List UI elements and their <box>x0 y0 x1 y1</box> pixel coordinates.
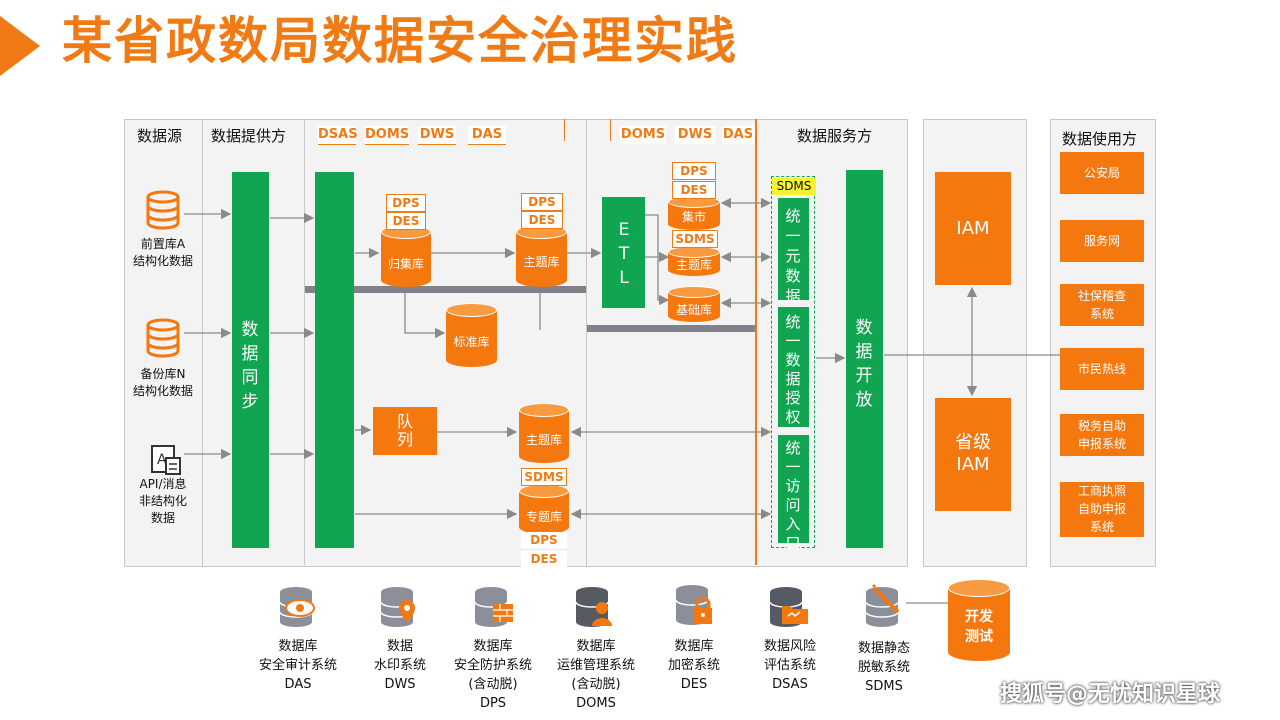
watermark: 搜狐号@无忧知识星球 <box>1000 682 1221 707</box>
user-hotline: 市民热线 <box>1060 348 1144 390</box>
header-provider: 数据提供方 <box>211 127 287 145</box>
source-label-api: API/消息非结构化数据 <box>138 477 187 525</box>
database-pin-icon <box>380 587 415 627</box>
db-jishi: 集市 <box>668 196 720 230</box>
legend-dps: 数据库安全防护系统(含动脱)DPS <box>453 639 532 711</box>
sdms-header: SDMS <box>772 178 816 195</box>
db-biaozhun: 标准库 <box>446 303 497 367</box>
top-tag-das: DAS <box>468 126 506 145</box>
queue-box: 队列 <box>373 407 437 455</box>
page-title: 某省政数局数据安全治理实践 <box>62 12 738 70</box>
panel-source <box>124 119 204 567</box>
unified-access-label: 统一访问入口 <box>785 439 801 552</box>
db-zhuti-2: 主题库 <box>519 403 569 463</box>
api-document-icon: A <box>151 445 181 475</box>
db-zhuti-1: 主题库 <box>516 225 567 287</box>
db-zhuanti: 专题库 <box>519 484 569 534</box>
data-sync-label: 数据同步 <box>241 320 259 412</box>
title-arrow-icon <box>0 16 40 76</box>
user-police: 公安局 <box>1060 152 1144 194</box>
top-tag-dsas: DSAS <box>318 126 358 145</box>
unified-metadata-label: 统一元数据 <box>785 207 801 305</box>
user-service-net: 服务网 <box>1060 220 1144 262</box>
tag-sdms: SDMS <box>521 468 567 486</box>
db-zhuti-3: 主题库 <box>668 246 720 276</box>
bus-bar <box>305 286 586 293</box>
etl-bar <box>602 197 645 308</box>
db-guiji: 归集库 <box>381 225 431 287</box>
database-lock-icon <box>675 585 712 625</box>
tag-des: DES <box>521 211 563 229</box>
top-tag-doms-2: DOMS <box>620 126 666 144</box>
orange-tick <box>610 119 611 141</box>
database-wand-icon <box>865 584 900 627</box>
user-tax: 税务自助申报系统 <box>1060 414 1144 456</box>
tag-des: DES <box>386 212 426 230</box>
unified-metadata <box>778 198 809 300</box>
unified-authorization <box>778 307 809 427</box>
header-service: 数据服务方 <box>797 127 873 145</box>
divider <box>304 119 305 565</box>
database-user-icon <box>575 587 612 627</box>
etl-label: ETL <box>618 220 630 288</box>
data-open-label: 数据开放 <box>855 318 873 410</box>
user-social-security: 社保稽查系统 <box>1060 284 1144 326</box>
bus-bar <box>587 325 755 332</box>
data-open-bar <box>846 170 883 548</box>
sdms-group <box>771 176 815 548</box>
database-eye-icon <box>279 587 315 627</box>
tag-dps: DPS <box>386 194 426 212</box>
iam-box: IAM <box>935 172 1011 285</box>
svg-text:A: A <box>157 452 167 468</box>
tag-dps: DPS <box>672 162 716 180</box>
unified-access <box>778 435 809 543</box>
provider-bar <box>315 172 354 548</box>
db-jichu: 基础库 <box>668 286 720 322</box>
data-sync-bar <box>232 172 269 548</box>
top-tag-dws: DWS <box>418 126 456 145</box>
user-business-license: 工商执照自助申报系统 <box>1060 482 1144 537</box>
provincial-iam-box: 省级 IAM <box>935 398 1011 511</box>
tag-des: DES <box>521 551 567 567</box>
tag-dps: DPS <box>521 532 567 548</box>
top-tag-das-2: DAS <box>722 126 754 144</box>
database-icon <box>146 318 180 358</box>
top-tag-doms: DOMS <box>365 126 409 145</box>
database-firewall-icon <box>474 587 513 627</box>
tag-dps: DPS <box>521 193 563 211</box>
tag-sdms: SDMS <box>672 230 718 248</box>
database-icon <box>146 190 180 230</box>
orange-divider <box>755 119 757 565</box>
db-dev-test: 开发测试 <box>948 579 1010 661</box>
orange-tick <box>564 119 565 141</box>
legend-doms: 数据库运维管理系统(含动脱)DOMS <box>556 639 635 711</box>
header-user: 数据使用方 <box>1062 130 1138 148</box>
header-source: 数据源 <box>137 127 183 145</box>
unified-authorization-label: 统一数据授权 <box>785 313 801 426</box>
top-tag-dws-2: DWS <box>675 126 715 144</box>
database-folder-icon <box>769 587 808 627</box>
tag-des: DES <box>672 181 716 199</box>
